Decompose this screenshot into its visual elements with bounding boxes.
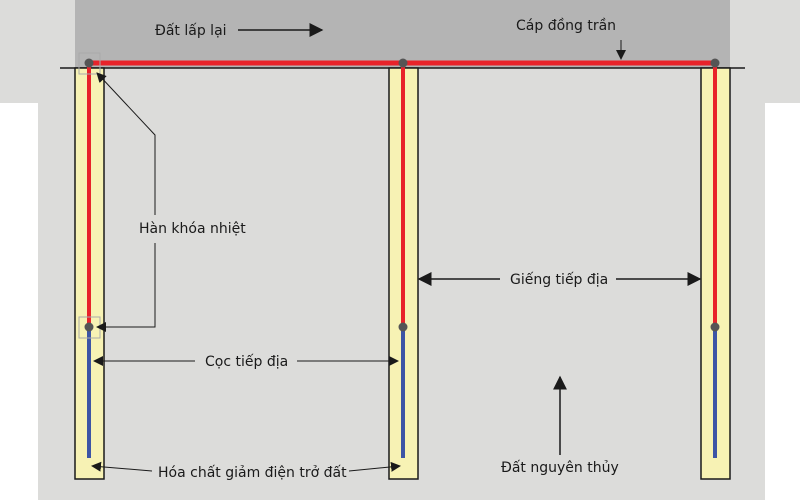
joint-top-1 — [84, 58, 94, 68]
leader-thermal-weld-joint — [96, 243, 156, 332]
joint-rod-1 — [84, 322, 94, 332]
arrow-chemical-left — [91, 461, 153, 472]
label-ground-well: Giếng tiếp địa — [510, 271, 608, 288]
arrow-chemical-right — [348, 461, 401, 472]
joint-top-3 — [710, 58, 720, 68]
joint-rod-3 — [710, 322, 720, 332]
label-bare-cable: Cáp đồng trần — [516, 17, 616, 34]
joint-top-2 — [398, 58, 408, 68]
label-chemical: Hóa chất giảm điện trở đất — [158, 465, 347, 481]
label-backfill: Đất lấp lại — [155, 23, 227, 39]
label-thermal-weld: Hàn khóa nhiệt — [139, 221, 246, 237]
label-ground-rod: Cọc tiếp địa — [205, 353, 288, 370]
label-native-soil: Đất nguyên thủy — [501, 460, 619, 476]
thermal-weld-box-top — [78, 52, 101, 75]
leader-thermal-weld-top — [96, 72, 156, 215]
joint-rod-2 — [398, 322, 408, 332]
